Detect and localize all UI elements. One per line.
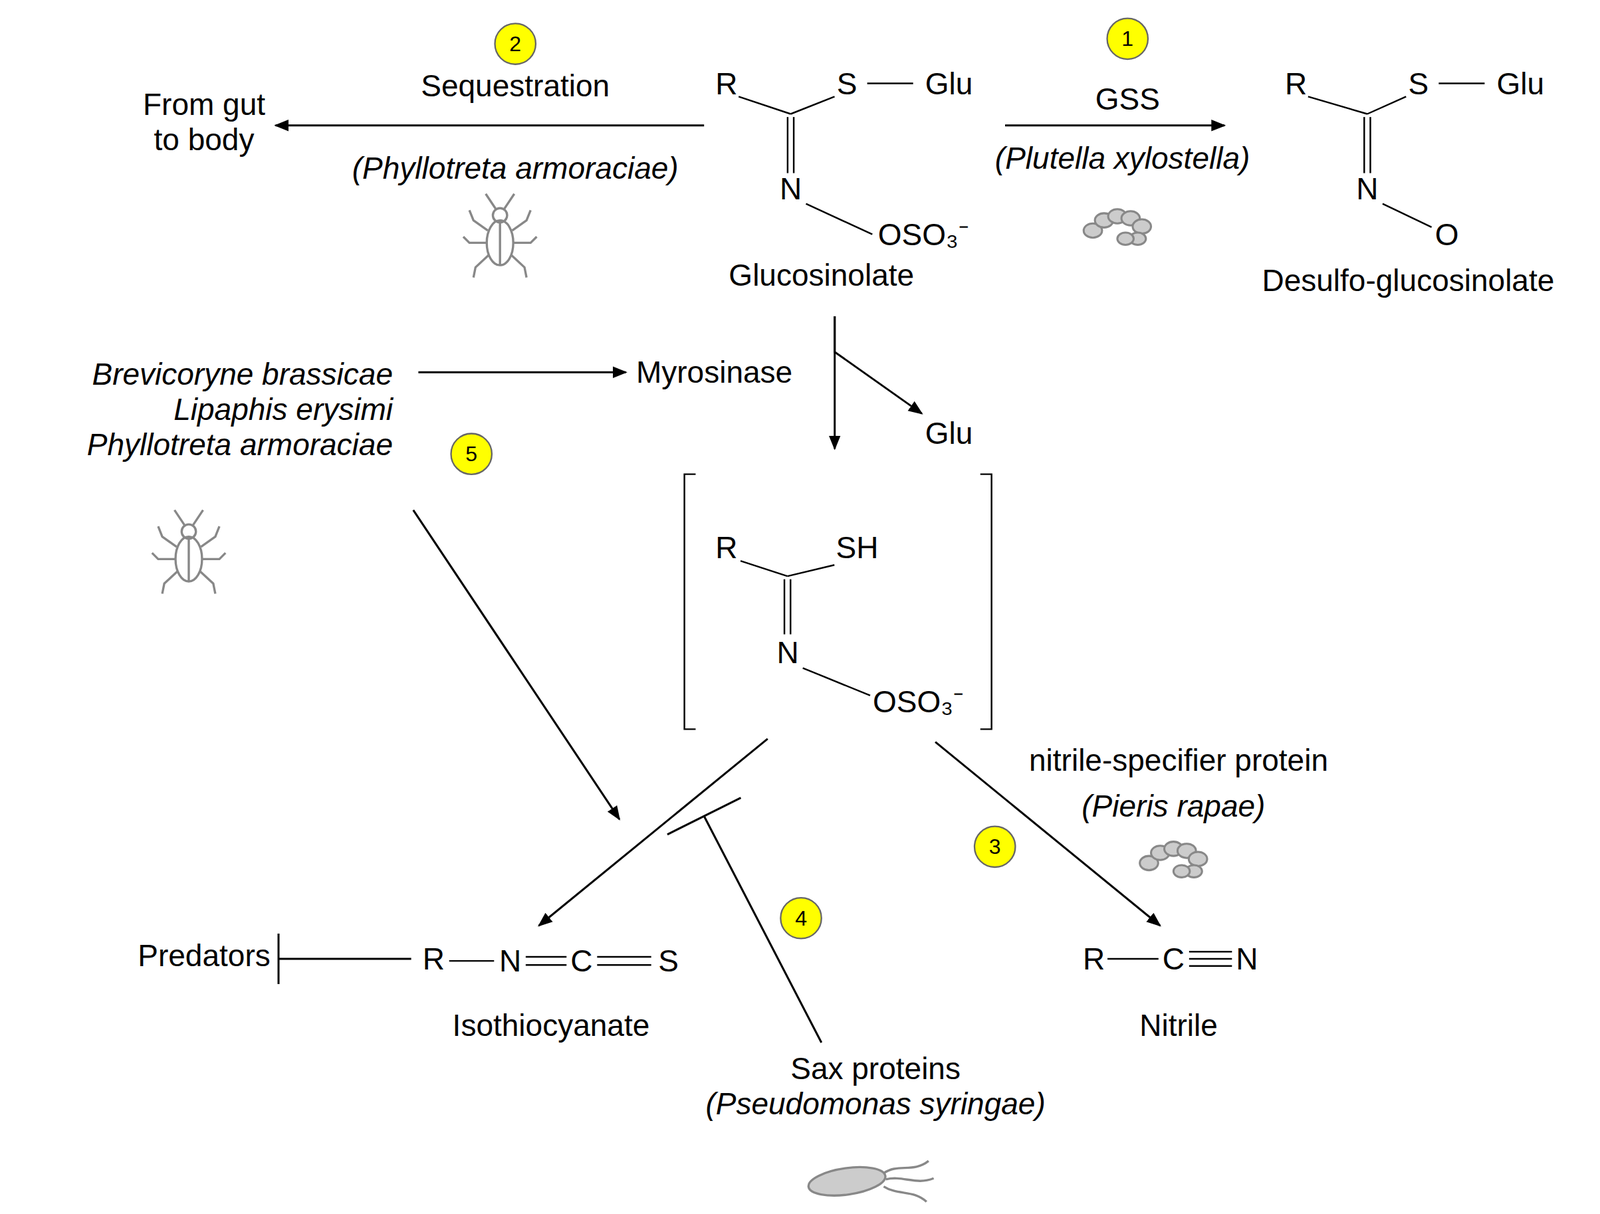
atom-label: Glu	[1496, 68, 1545, 100]
chemical-structure: R S GluN O Desulfo-glucosinolate	[1224, 55, 1595, 306]
annotation-label: (Plutella xylostella)	[992, 141, 1253, 176]
atom-label: S	[836, 68, 858, 100]
atom-label: C	[1162, 943, 1185, 975]
annotation-label: GSS	[1092, 82, 1163, 117]
node-text: (Pseudomonas syringae)	[705, 1086, 1045, 1123]
text-node: Brevicoryne brassicaeLipaphis erysimiPhy…	[87, 356, 393, 463]
bacterium-icon	[806, 1161, 934, 1202]
atom-label: R	[715, 532, 738, 564]
callout-number: 1	[1121, 27, 1134, 50]
chemical-structure: R S GluN OSO₃⁻ Glucosinolate	[703, 55, 1006, 301]
reaction-arrow	[539, 739, 768, 926]
node-text: Predators	[137, 938, 270, 974]
atom-label: N	[776, 637, 799, 669]
callout-number: 4	[795, 908, 807, 930]
callout-number: 5	[465, 443, 478, 465]
node-text: From gut to body	[132, 87, 276, 158]
atom-label: Glu	[925, 68, 974, 100]
reaction-arrow	[834, 316, 922, 415]
compound-name: Glucosinolate	[728, 259, 915, 291]
atom-label: S	[658, 945, 679, 977]
reaction-arrow	[418, 371, 626, 374]
annotation-label: Sequestration	[418, 69, 613, 104]
atom-label: R	[1284, 68, 1307, 100]
annotation-label: nitrile-specifier protein	[1026, 743, 1331, 778]
atom-label: O	[1435, 219, 1460, 250]
text-node: Glu	[925, 416, 974, 452]
inhibition-bar	[277, 933, 280, 985]
chemical-structure: R C N Nitrile	[1076, 928, 1271, 1051]
chemical-structure: R SH N OSO₃⁻	[681, 471, 995, 733]
atom-label: OSO₃⁻	[878, 219, 970, 250]
atom-label: R	[715, 68, 738, 100]
reaction-arrow	[1005, 124, 1225, 127]
atom-label: N	[1356, 173, 1378, 205]
annotation-label: (Phyllotreta armoraciae)	[349, 151, 682, 186]
node-text: Glu	[925, 416, 974, 452]
atom-label: C	[570, 945, 593, 977]
node-text: Sax proteins	[705, 1051, 1045, 1087]
callout-number: 2	[509, 33, 522, 55]
atom-label: S	[1407, 68, 1429, 100]
callout-number: 3	[989, 836, 1002, 858]
node-text: Lipaphis erysimi	[87, 392, 393, 428]
text-node: Predators	[137, 938, 270, 974]
text-node: From gut to body	[132, 87, 276, 158]
atom-label: N	[1235, 943, 1258, 975]
node-text: Brevicoryne brassicae	[87, 356, 393, 393]
atom-label: R	[1082, 943, 1105, 975]
text-node: Sax proteins(Pseudomonas syringae)	[705, 1051, 1045, 1123]
compound-name: Isothiocyanate	[452, 1010, 651, 1041]
atom-label: N	[779, 173, 802, 205]
node-text: Phyllotreta armoraciae	[87, 427, 393, 463]
text-node: Myrosinase	[636, 354, 793, 391]
annotation-label: (Pieris rapae)	[1078, 789, 1268, 823]
reaction-arrow	[278, 958, 412, 961]
compound-name: Desulfo-glucosinolate	[1261, 265, 1555, 296]
node-text: Myrosinase	[636, 354, 793, 391]
atom-label: R	[422, 943, 445, 975]
atom-label: N	[499, 945, 522, 977]
chemical-structure: R N C S Isothiocyanate	[413, 928, 694, 1051]
reaction-arrow	[275, 124, 705, 127]
compound-name: OSO₃⁻	[872, 686, 964, 718]
atom-label: SH	[836, 532, 879, 564]
compound-name: Nitrile	[1139, 1010, 1218, 1041]
